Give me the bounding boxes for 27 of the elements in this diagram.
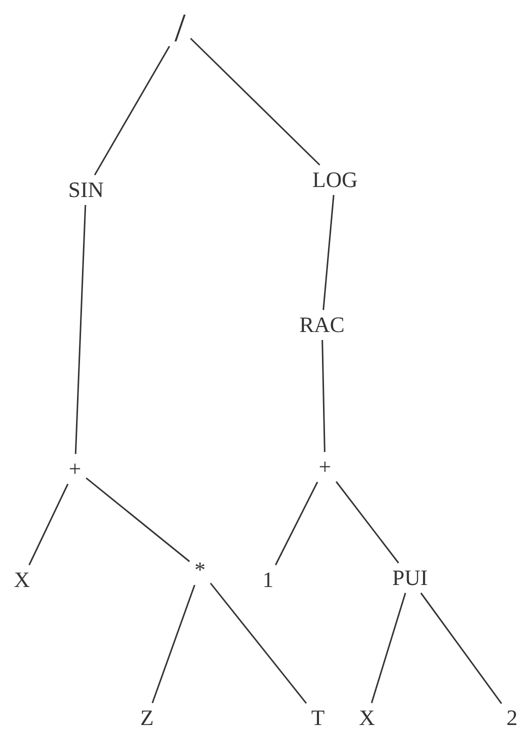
tree-branch (152, 584, 196, 704)
operator-label: / (172, 7, 188, 49)
tree-branch (190, 38, 320, 166)
tree-branch (274, 482, 318, 566)
tree-branch (86, 477, 190, 562)
tree-branch (94, 46, 170, 176)
tree-branch (370, 592, 406, 704)
tree-branch (336, 481, 400, 564)
operator-label: Z (138, 706, 156, 730)
tree-branch (210, 582, 307, 704)
operator-label: RAC (297, 313, 347, 337)
operator-label: X (357, 706, 377, 730)
operator-label: 1 (260, 568, 276, 592)
tree-branch (28, 484, 69, 566)
tree-branch (74, 204, 86, 454)
tree-branch (322, 340, 326, 452)
operator-label: T (309, 706, 327, 730)
operator-label: PUI (390, 566, 430, 590)
tree-branch (322, 194, 334, 310)
tree-branch (420, 592, 502, 704)
operator-label: + (316, 455, 334, 479)
operator-label: X (12, 568, 32, 592)
operator-label: SIN (66, 178, 106, 202)
operator-label: 2 (504, 706, 520, 730)
operator-label: LOG (310, 168, 360, 192)
operator-label: * (192, 558, 208, 582)
operator-label: + (66, 457, 84, 481)
